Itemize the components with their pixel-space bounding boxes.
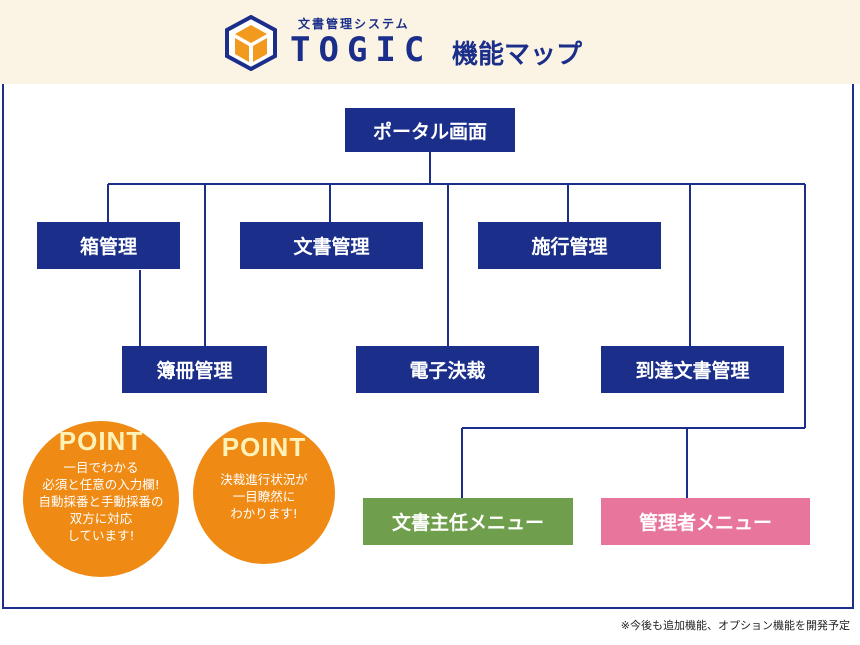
footnote: ※今後も追加機能、オプション機能を開発予定 <box>620 619 850 632</box>
point-title: POINT <box>58 426 144 456</box>
node-ledger-mgmt[interactable]: 簿冊管理 <box>122 346 267 393</box>
header-band <box>0 0 860 84</box>
point-badge-ledger: POINT 一目でわかる 必須と任意の入力欄! 自動採番と手動採番の 双方に対応… <box>23 421 179 577</box>
node-doc-lead-menu[interactable]: 文書主任メニュー <box>363 498 573 545</box>
node-exec-mgmt[interactable]: 施行管理 <box>478 222 661 269</box>
point-text: 一目でわかる 必須と任意の入力欄! 自動採番と手動採番の 双方に対応 しています… <box>38 460 164 543</box>
togic-logo-icon <box>225 15 277 71</box>
map-frame <box>2 84 854 609</box>
logo-name: TOGIC <box>290 30 433 70</box>
point-title: POINT <box>221 432 307 462</box>
point-badge-approval: POINT 決裁進行状況が 一目瞭然に わかります! <box>193 422 335 564</box>
node-arrival-mgmt[interactable]: 到達文書管理 <box>601 346 784 393</box>
node-box-mgmt[interactable]: 箱管理 <box>37 222 180 269</box>
logo-subtitle: 文書管理システム <box>298 17 410 31</box>
node-e-approval[interactable]: 電子決裁 <box>356 346 539 393</box>
node-portal[interactable]: ポータル画面 <box>345 108 515 152</box>
node-admin-menu[interactable]: 管理者メニュー <box>601 498 810 545</box>
node-doc-mgmt[interactable]: 文書管理 <box>240 222 423 269</box>
point-text: 決裁進行状況が 一目瞭然に わかります! <box>220 472 308 521</box>
page-title: 機能マップ <box>452 40 583 70</box>
